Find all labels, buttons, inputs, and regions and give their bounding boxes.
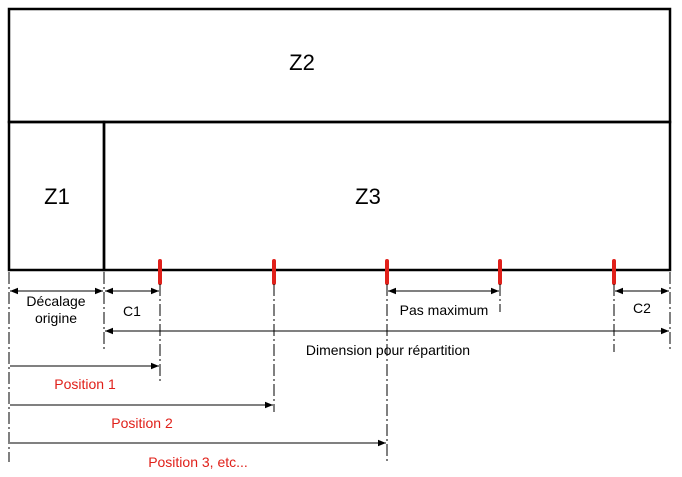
- position-1-label: Position 1: [54, 376, 116, 392]
- distribution-ticks: [158, 259, 616, 285]
- zone-z2-box: [7, 7, 672, 124]
- dimension-arrows: [10, 287, 669, 447]
- zone-z2-label: Z2: [289, 50, 315, 75]
- zone-z1-label: Z1: [44, 184, 70, 209]
- distribution-label: Dimension pour répartition: [306, 342, 470, 358]
- max-step-label: Pas maximum: [400, 302, 489, 318]
- position-2-label: Position 2: [111, 415, 173, 431]
- zone-z3-box: [102, 120, 672, 272]
- offset-label-line2: origine: [35, 310, 77, 326]
- c2-label: C2: [633, 300, 651, 316]
- offset-label-line1: Décalage: [26, 293, 85, 309]
- extension-lines: [8, 272, 671, 462]
- zone-z3-label: Z3: [355, 184, 381, 209]
- c1-label: C1: [123, 303, 141, 319]
- position-3-label: Position 3, etc...: [148, 454, 248, 470]
